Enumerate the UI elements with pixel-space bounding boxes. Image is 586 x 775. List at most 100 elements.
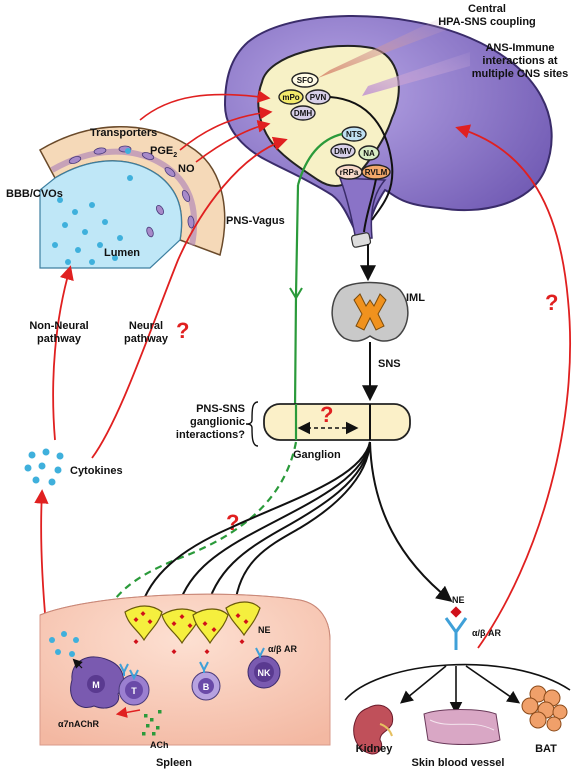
nucleus-mpo <box>278 89 304 105</box>
periphery-ne-molecule <box>450 606 462 618</box>
pge2-label: PGE2 <box>150 145 177 159</box>
lumen-label: Lumen <box>104 247 140 259</box>
cytokines-label: Cytokines <box>70 465 123 477</box>
ganglion-question-mark: ? <box>320 402 333 427</box>
t-cell-label: T <box>131 686 137 696</box>
ach-label: ACh <box>150 740 169 750</box>
periphery-target-arrows <box>400 665 521 715</box>
periphery-question-mark: ? <box>545 290 558 315</box>
ans-line: interactions at <box>482 55 558 67</box>
nk-cell: NK <box>247 655 281 689</box>
nucleus-rrpa-label: rRPa <box>340 168 359 177</box>
nucleus-sfo <box>291 72 319 88</box>
nucleus-dmv-label: DMV <box>334 147 352 156</box>
brainstem-cut <box>350 232 372 248</box>
spinal-grey-matter <box>353 293 387 331</box>
bat-label: BAT <box>535 743 557 755</box>
nucleus-dmh <box>290 105 316 121</box>
neural-pathway-arrow <box>91 136 288 459</box>
ans-line: ANS-Immune <box>485 42 554 54</box>
lumen-cytokines <box>52 175 133 265</box>
spleen-label: Spleen <box>156 757 192 769</box>
macrophage-release-arrow <box>72 658 83 669</box>
neural-question-mark: ? <box>176 318 189 343</box>
no-label: NO <box>178 163 195 175</box>
callout-beam-hpa <box>318 18 446 78</box>
spinal-cord <box>331 281 409 342</box>
nucleus-mpo-label: mPo <box>282 93 299 102</box>
spleen-to-cytokines-arrow <box>34 489 49 626</box>
periphery-membrane <box>344 663 571 701</box>
brain-nuclei: SFO mPo PVN DMH NTS DMV NA rRPa RVLM <box>278 72 391 180</box>
vessel-lumen <box>39 160 183 269</box>
transporter-molecule <box>125 148 131 154</box>
nucleus-sfo-label: SFO <box>297 76 313 85</box>
ganglion <box>263 403 411 441</box>
skin-vessel-label: Skin blood vessel <box>412 757 505 769</box>
bbb-label: BBB/CVOs <box>6 188 63 200</box>
neural-line: pathway <box>124 333 169 345</box>
nts-green-path <box>296 132 343 186</box>
vagus-to-spleen-dashed <box>94 441 298 651</box>
nucleus-dmh-label: DMH <box>294 109 312 118</box>
nucleus-pvn-label: PVN <box>310 93 327 102</box>
sns-label: SNS <box>378 358 401 370</box>
periphery-ne-label: NE <box>452 595 465 605</box>
pvn-descending-path <box>329 96 394 221</box>
vagus-nerve <box>293 184 300 411</box>
bat-icon <box>521 685 568 732</box>
nucleus-nts-label: NTS <box>346 130 363 139</box>
callout-beam-ans <box>362 52 470 96</box>
periphery-receptor <box>444 617 468 650</box>
nucleus-na-label: NA <box>363 149 375 158</box>
vagus-spleen-question-mark: ? <box>226 510 239 535</box>
nonneural-line: pathway <box>37 333 82 345</box>
macrophage-label: M <box>92 680 100 690</box>
sns-postganglionic-fibers <box>139 441 453 613</box>
pns-vagus-label: PNS-Vagus <box>226 215 285 227</box>
nk-cell-label: NK <box>258 668 271 678</box>
spleen-outline <box>39 593 331 641</box>
hpa-line: HPA-SNS coupling <box>438 16 536 28</box>
barrier-to-brain-arrows <box>139 90 273 163</box>
sns-varicosities <box>124 601 261 645</box>
nonneural-line: Non-Neural <box>29 320 88 332</box>
periphery-ar-label: α/β AR <box>472 628 502 638</box>
non-neural-pathway-arrow <box>52 265 74 441</box>
spleen-ar-label: α/β AR <box>268 644 298 654</box>
neural-line: Neural <box>129 320 163 332</box>
iml-label: IML <box>406 292 425 304</box>
b-cell-label: B <box>203 682 210 692</box>
t-cell-to-macrophage-arrow <box>115 706 141 718</box>
b-cell: B <box>191 671 221 701</box>
nucleus-na <box>358 145 380 161</box>
kidney-icon <box>353 704 394 755</box>
kidney-label: Kidney <box>356 743 394 755</box>
cytokines-cluster <box>24 448 64 486</box>
skin-vessel-icon <box>423 709 501 745</box>
interactions-line: PNS-SNS <box>196 403 245 415</box>
a7nachr-label: α7nAChR <box>58 719 100 729</box>
spleen-ne-label: NE <box>258 625 271 635</box>
hpa-line: Central <box>468 3 506 15</box>
endothelial-cells <box>68 145 195 238</box>
periphery-to-brain-arrow <box>455 124 571 649</box>
ans-line: multiple CNS sites <box>472 68 569 80</box>
nucleus-dmv <box>330 143 356 159</box>
macrophage-cell: M <box>70 656 124 709</box>
interactions-line: ganglionic <box>190 416 245 428</box>
t-cell: T <box>118 674 150 706</box>
ganglion-label: Ganglion <box>293 449 341 461</box>
adrenergic-receptors <box>119 647 265 681</box>
transporters-label: Transporters <box>90 127 157 139</box>
vagus-arrowhead <box>289 287 303 300</box>
interactions-line: interactions? <box>176 429 245 441</box>
rvlm-descending-path <box>363 178 377 233</box>
ganglion-brace <box>245 401 259 447</box>
